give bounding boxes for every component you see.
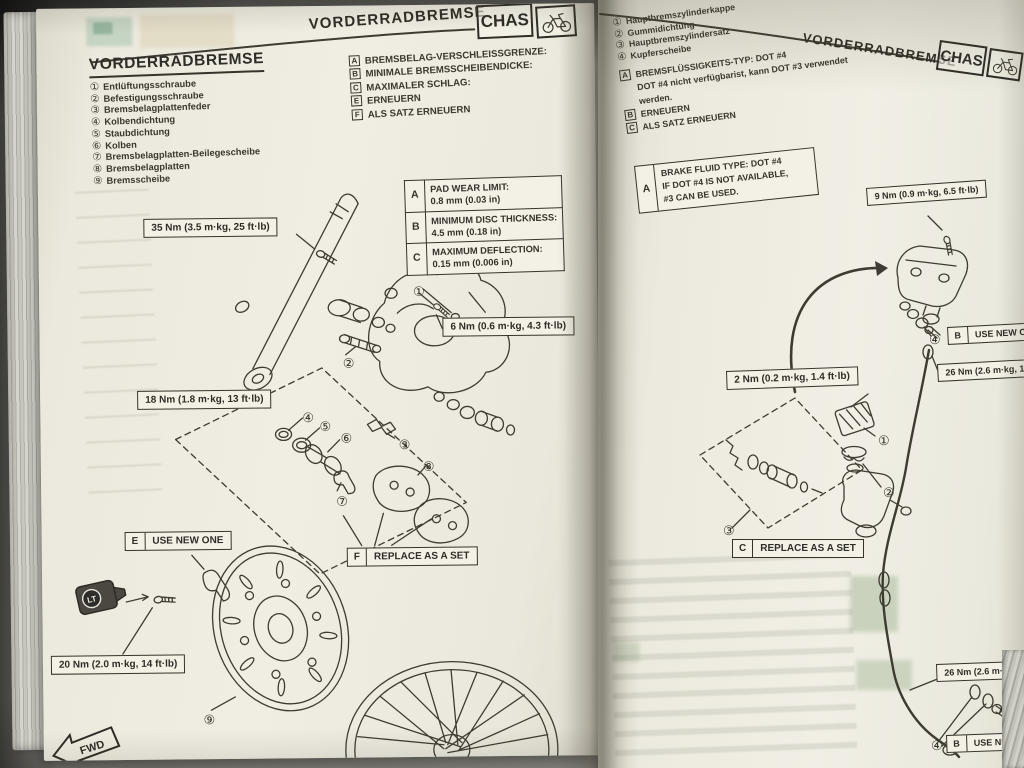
spec-row: B MINIMUM DISC THICKNESS:4.5 mm (0.18 in… (405, 207, 564, 244)
brake-hose-drawing (878, 344, 961, 759)
part-marker-4: ④ (302, 410, 315, 426)
fwd-arrow-icon: FWD (51, 726, 121, 761)
kit-boundary-dashed-box (699, 397, 863, 529)
master-cylinder-drawing (896, 245, 969, 325)
spec-name: MINIMUM DISC THICKNESS: (431, 211, 558, 226)
part-marker-2: ② (342, 355, 355, 371)
fork-leg-drawing (234, 193, 359, 391)
bottom-corner-page-edges (1002, 650, 1024, 768)
piston-kit-drawing (725, 439, 823, 494)
motorcycle-icon-right (985, 48, 1024, 82)
diaphragm-drawing (841, 445, 867, 473)
copper-washers-drawing (899, 301, 941, 339)
torque-callout-18nm: 18 Nm (1.8 m·kg, 13 ft·lb) (137, 389, 272, 410)
spec-table: A PAD WEAR LIMIT:0.8 mm (0.03 in) B MINI… (403, 175, 565, 276)
torque-callout-6nm: 6 Nm (0.6 m·kg, 4.3 ft·lb) (442, 316, 575, 337)
motorcycle-icon (992, 58, 1017, 76)
part-marker-5: ⑤ (319, 418, 332, 434)
spec-value: 0.15 mm (0.006 in) (432, 257, 513, 270)
seals-piston-drawing (274, 417, 342, 476)
part-marker-3: ③ (398, 437, 411, 453)
reservoir-cap-drawing (834, 401, 875, 437)
spec-name: MAXIMUM DEFLECTION: (432, 243, 543, 258)
chas-tab-right: CHAS (935, 40, 988, 77)
routing-arrow (789, 266, 886, 394)
spec-name: PAD WEAR LIMIT: (430, 181, 510, 195)
part-marker-6: ⑥ (340, 430, 353, 446)
chas-tab-left: CHAS (476, 3, 534, 40)
part-marker-4-lower: ④ (931, 738, 943, 753)
pad-spring-drawing (366, 418, 397, 435)
slider-bushings-drawing (327, 299, 396, 333)
loctite-tube-icon: LT (75, 579, 127, 616)
part-marker-3: ③ (723, 523, 735, 538)
kit-boundary-dashed-box (174, 367, 467, 575)
part-marker-8: ⑧ (422, 458, 435, 474)
cylinder-body-drawing (840, 469, 912, 538)
part-marker-1: ① (878, 433, 890, 448)
pad-shim-drawing (333, 470, 356, 495)
caliper-pin-parts-drawing (433, 391, 516, 436)
motorcycle-icon (542, 12, 572, 33)
header-rule (599, 13, 941, 63)
part-marker-4: ④ (929, 332, 941, 347)
brake-pads-drawing (372, 465, 469, 544)
motorcycle-icon-left (535, 4, 578, 39)
pad-retainer-drawing (202, 569, 231, 602)
spoked-wheel-drawing (345, 660, 559, 761)
torque-callout-20nm: 20 Nm (2.0 m·kg, 14 ft·lb) (50, 654, 186, 675)
spec-row: A PAD WEAR LIMIT:0.8 mm (0.03 in) (404, 175, 563, 213)
part-marker-7: ⑦ (336, 493, 348, 509)
mounting-bolt-drawing (338, 334, 382, 356)
right-exploded-diagram (599, 13, 1013, 759)
torque-callout-35nm: 35 Nm (3.5 m·kg, 25 ft·lb) (143, 217, 278, 238)
part-marker-2: ② (883, 485, 895, 500)
left-exploded-diagram (90, 28, 559, 761)
header-rule (90, 28, 476, 64)
part-marker-9: ⑨ (203, 712, 216, 728)
spec-row: C MAXIMUM DEFLECTION:0.15 mm (0.006 in) (406, 238, 565, 276)
lt-label: LT (86, 594, 97, 605)
spec-value: 4.5 mm (0.18 in) (431, 225, 502, 239)
spec-value: 0.8 mm (0.03 in) (430, 194, 501, 207)
brake-disc-drawing (211, 545, 350, 712)
part-marker-1: ① (412, 283, 425, 300)
